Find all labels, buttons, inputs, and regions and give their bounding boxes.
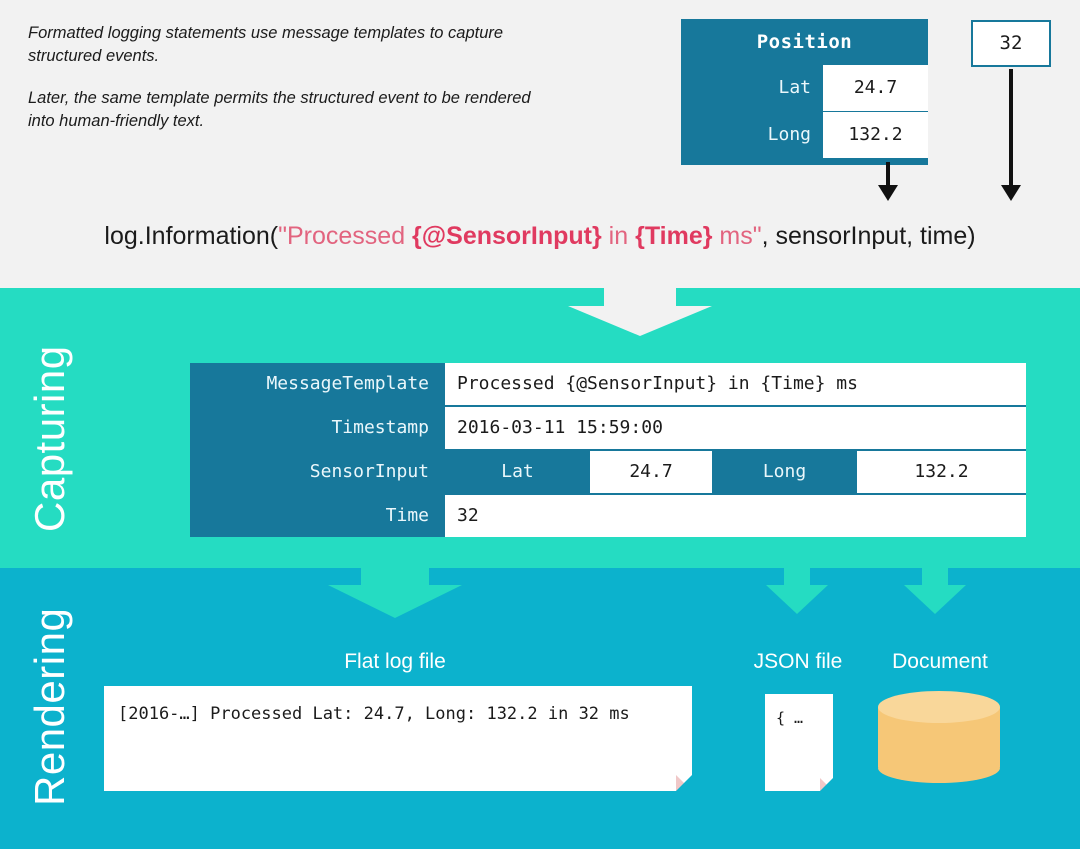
capture-arrow-shaft bbox=[604, 288, 676, 306]
code-suffix: , sensorInput, time) bbox=[761, 222, 976, 250]
event-nested-value-long: 132.2 bbox=[857, 451, 1026, 493]
json-file-fold-icon bbox=[820, 778, 833, 791]
render-arrow-json-head bbox=[766, 585, 828, 614]
flat-log-text: [2016-…] Processed Lat: 24.7, Long: 132.… bbox=[118, 704, 630, 724]
event-value-messagetemplate: Processed {@SensorInput} in {Time} ms bbox=[445, 363, 1026, 405]
capture-flow-arrow-icon bbox=[568, 288, 712, 336]
cylinder-top bbox=[878, 691, 1000, 723]
code-quote-close: " bbox=[752, 222, 762, 250]
flat-log-title: Flat log file bbox=[344, 650, 446, 673]
event-nested-value-lat: 24.7 bbox=[590, 451, 712, 493]
flat-log-file: [2016-…] Processed Lat: 24.7, Long: 132.… bbox=[104, 686, 692, 791]
event-nested-key-lat: Lat bbox=[501, 461, 534, 482]
render-arrow-json-shaft bbox=[784, 568, 810, 585]
rendering-section-label: Rendering bbox=[26, 607, 73, 806]
event-key-messagetemplate: MessageTemplate bbox=[266, 373, 429, 394]
code-string-part-2: in bbox=[601, 222, 636, 250]
render-flow-arrow-document-icon bbox=[904, 568, 966, 614]
code-string-part-3: ms bbox=[712, 222, 753, 250]
event-row-timestamp: Timestamp 2016-03-11 15:59:00 bbox=[190, 407, 1026, 449]
event-value-timestamp: 2016-03-11 15:59:00 bbox=[445, 407, 1026, 449]
position-lat-label: Lat bbox=[778, 77, 811, 98]
position-table: Position Lat 24.7 Long 132.2 bbox=[681, 19, 928, 165]
render-arrow-flat-shaft bbox=[361, 568, 429, 585]
capture-arrow-head bbox=[568, 306, 712, 336]
position-long-label: Long bbox=[767, 124, 811, 145]
code-property-time: {Time} bbox=[635, 222, 713, 250]
event-row-time: Time 32 bbox=[190, 495, 1026, 537]
event-nested-key-long: Long bbox=[762, 461, 807, 482]
document-title: Document bbox=[892, 650, 988, 673]
capturing-section-label: Capturing bbox=[26, 345, 73, 532]
code-prefix: log.Information( bbox=[104, 222, 279, 250]
render-arrow-document-shaft bbox=[922, 568, 948, 585]
render-arrow-document-head bbox=[904, 585, 966, 614]
render-arrow-flat-head bbox=[328, 585, 462, 618]
json-file: { … bbox=[765, 694, 833, 791]
event-value-time: 32 bbox=[445, 495, 1026, 537]
position-table-title: Position bbox=[756, 31, 853, 53]
time-value-box: 32 bbox=[971, 20, 1051, 67]
render-flow-arrow-flat-icon bbox=[328, 568, 462, 618]
position-table-footer-pad bbox=[681, 159, 928, 165]
code-quote-open: " bbox=[278, 222, 287, 250]
position-table-row-lat: Lat 24.7 bbox=[681, 65, 928, 111]
render-flow-arrow-json-icon bbox=[766, 568, 828, 614]
event-row-sensorinput: SensorInput Lat 24.7 Long 132.2 bbox=[190, 451, 1026, 493]
intro-paragraph-2: Later, the same template permits the str… bbox=[28, 88, 531, 131]
structured-event-table: MessageTemplate Processed {@SensorInput}… bbox=[190, 363, 1026, 537]
json-file-text: { … bbox=[776, 709, 804, 727]
event-row-messagetemplate: MessageTemplate Processed {@SensorInput}… bbox=[190, 363, 1026, 405]
event-key-timestamp: Timestamp bbox=[331, 417, 429, 438]
time-arrow-icon bbox=[1001, 69, 1021, 201]
position-table-row-long: Long 132.2 bbox=[681, 112, 928, 158]
code-statement: log.Information("Processed {@SensorInput… bbox=[0, 222, 1080, 251]
event-key-time: Time bbox=[385, 505, 429, 526]
intro-text: Formatted logging statements use message… bbox=[28, 22, 548, 152]
event-nested-sensorinput: Lat 24.7 Long 132.2 bbox=[445, 451, 1026, 493]
document-database-icon bbox=[878, 691, 1000, 783]
flat-log-fold-icon bbox=[676, 775, 692, 791]
code-property-sensorinput: {@SensorInput} bbox=[412, 222, 602, 250]
json-file-title: JSON file bbox=[753, 650, 843, 673]
position-lat-value: 24.7 bbox=[823, 65, 928, 111]
intro-paragraph-1: Formatted logging statements use message… bbox=[28, 24, 504, 66]
sensor-input-arrow-icon bbox=[878, 162, 898, 201]
position-long-value: 132.2 bbox=[823, 112, 928, 158]
code-string-part-1: Processed bbox=[286, 222, 413, 250]
event-key-sensorinput: SensorInput bbox=[309, 461, 429, 482]
